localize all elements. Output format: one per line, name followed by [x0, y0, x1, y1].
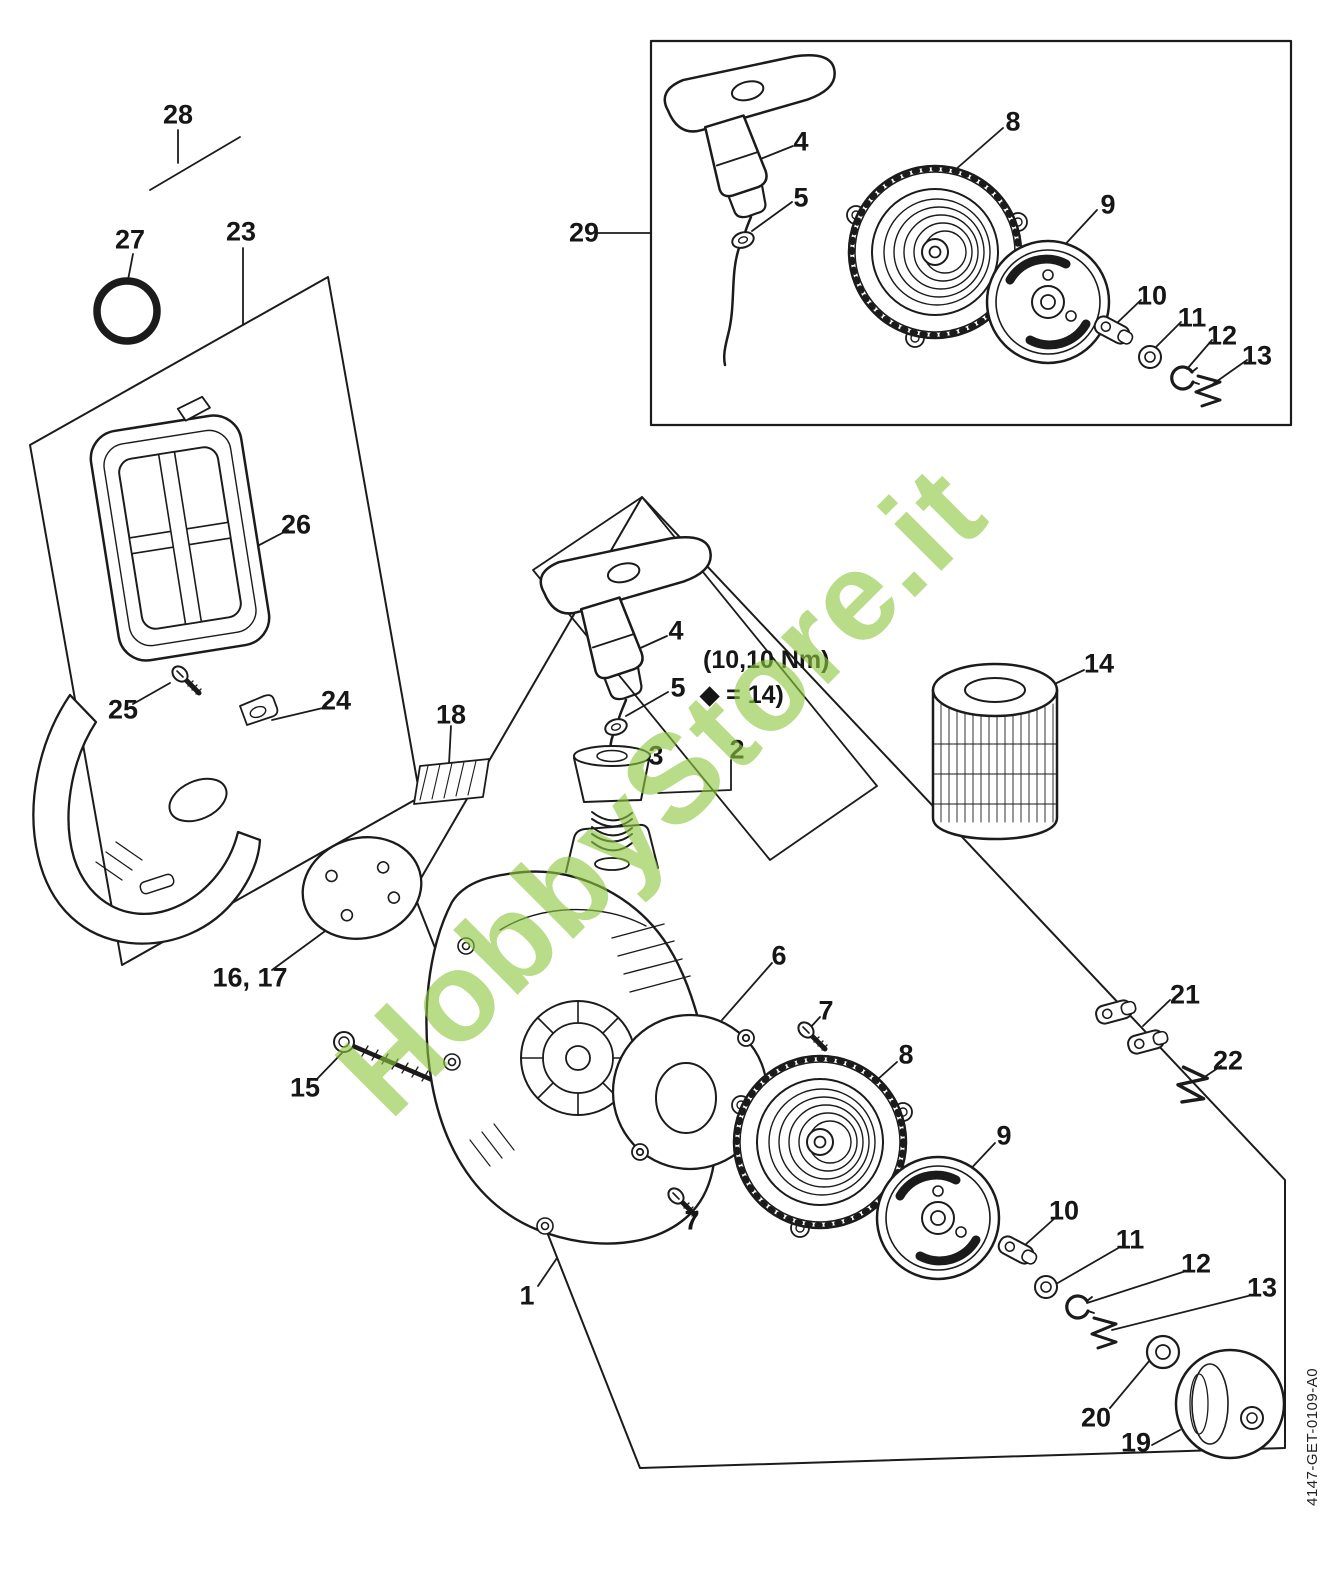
part-spring-22 — [1173, 1065, 1211, 1108]
part-filter-cover-shroud — [32, 693, 279, 945]
callout-7-upper: 7 — [818, 995, 834, 1026]
callout-15: 15 — [289, 1072, 321, 1103]
callout-6: 6 — [771, 940, 787, 971]
callout-8-inset: 8 — [1005, 106, 1021, 137]
part-o-ring — [93, 277, 161, 345]
callout-28: 28 — [162, 99, 194, 130]
part-plate-16-17 — [301, 836, 423, 940]
callout-12-inset: 12 — [1206, 320, 1238, 351]
part-gasket-strip-18 — [413, 758, 490, 805]
part-rope-rotor-main — [877, 1157, 999, 1279]
part-pawl-inset — [1090, 312, 1137, 350]
callout-27: 27 — [114, 224, 146, 255]
callout-29: 29 — [568, 217, 600, 248]
part-spring-clip-main — [1090, 1316, 1118, 1350]
callout-26: 26 — [280, 509, 312, 540]
callout-11-main: 11 — [1115, 1224, 1145, 1255]
callout-10-inset: 10 — [1136, 280, 1168, 311]
part-air-filter-flat — [89, 395, 271, 662]
part-screw-15 — [333, 1031, 440, 1085]
callout-12-main: 12 — [1180, 1248, 1212, 1279]
part-washer-main — [1034, 1275, 1058, 1299]
group-outline-main — [412, 496, 1286, 1469]
callout-9-main: 9 — [996, 1120, 1012, 1151]
callout-24: 24 — [320, 685, 352, 716]
callout-20: 20 — [1080, 1402, 1112, 1433]
callout-10-main: 10 — [1048, 1195, 1080, 1226]
callout-23: 23 — [225, 216, 257, 247]
part-e-clip-main — [1065, 1294, 1096, 1320]
leader-lines — [127, 127, 1253, 1446]
callout-8-main: 8 — [898, 1039, 914, 1070]
callout-13-main: 13 — [1246, 1272, 1278, 1303]
callout-16-17: 16, 17 — [212, 962, 288, 993]
callout-13-inset: 13 — [1241, 340, 1273, 371]
callout-7-lower: 7 — [684, 1205, 700, 1236]
part-rope-guide-and-spring — [573, 698, 651, 871]
callout-14: 14 — [1083, 648, 1115, 679]
callout-1: 1 — [519, 1280, 535, 1311]
torque-note-line1: (10,10 Nm) — [703, 646, 830, 674]
part-washer-20 — [1145, 1334, 1181, 1370]
part-washer-inset — [1138, 345, 1162, 369]
callout-21: 21 — [1169, 979, 1201, 1010]
part-cover-plate-6 — [611, 1013, 769, 1171]
callout-9-inset: 9 — [1100, 189, 1116, 220]
callout-5-main: 5 — [670, 672, 686, 703]
torque-note-line2: ◆ = 14) — [700, 681, 784, 709]
group-outline-left — [29, 276, 421, 966]
part-starter-handle-inset — [659, 42, 865, 367]
callout-4-inset: 4 — [793, 126, 809, 157]
callout-11-inset: 11 — [1177, 302, 1207, 333]
callout-2: 2 — [729, 734, 745, 765]
part-air-filter-cylinder — [931, 662, 1059, 841]
callout-25: 25 — [107, 694, 139, 725]
part-e-clip-inset — [1170, 365, 1201, 391]
callout-22: 22 — [1212, 1045, 1244, 1076]
part-screw-25 — [169, 663, 201, 694]
callout-4-main: 4 — [668, 615, 684, 646]
callout-5-inset: 5 — [793, 182, 809, 213]
part-starter-grip-cap-19 — [1174, 1348, 1286, 1460]
document-code: 4147-GET-0109-A0 — [1304, 1367, 1321, 1506]
callout-3: 3 — [648, 740, 664, 771]
callout-19: 19 — [1120, 1427, 1152, 1458]
part-spring-clip-inset — [1194, 374, 1222, 408]
part-pawls-21 — [1093, 996, 1171, 1057]
callout-18: 18 — [435, 699, 467, 730]
part-rope-rotor-inset — [987, 241, 1109, 363]
